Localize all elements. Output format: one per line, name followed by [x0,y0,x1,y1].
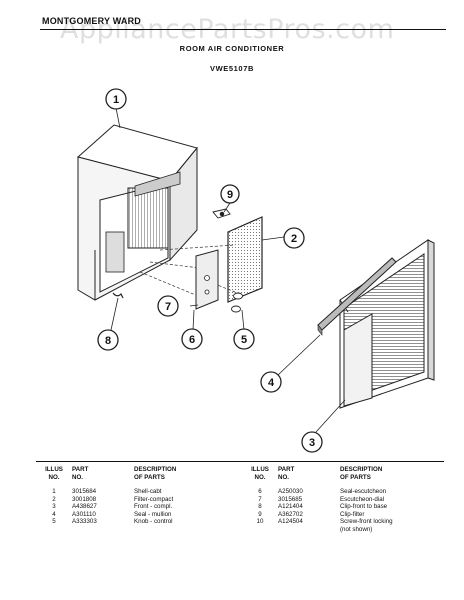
mullion-seal-part [317,257,397,336]
filter-part [227,216,263,303]
clip-front-to-base-part [112,292,124,299]
callout-5: 5 [241,334,247,346]
model-number: VWE5107B [210,64,254,73]
front-panel-part [339,239,435,409]
callout-3: 3 [309,437,315,449]
callout-leaders [110,107,346,433]
table-rule [36,461,444,462]
callout-circles [97,88,323,453]
escutcheon-dial-part [195,249,219,310]
header-rule [40,29,446,30]
callout-4: 4 [268,377,275,389]
table-row: 4 A301110 Seal - mullion 9 A362702 Clip-… [52,510,365,518]
control-knobs-part [231,292,243,313]
clip-filter-part [212,208,231,219]
callout-7: 7 [165,301,171,313]
document-title: ROOM AIR CONDITIONER [179,44,285,53]
callout-9: 9 [227,189,233,201]
table-row: 1 3015684 Shell-cabt 6 A250030 Seal-escu… [52,488,387,495]
table-row: 2 3001808 Filter-compact 7 3015685 Escut… [52,495,385,503]
brand-name: MONTGOMERY WARD [42,16,141,26]
table-row: 3 A438627 Front - compl. 8 A121404 Clip-… [52,503,388,511]
table-row: 5 A333303 Knob - control 10 A124504 Scre… [52,518,393,526]
callout-1: 1 [113,94,119,106]
callout-2: 2 [291,233,297,245]
callout-6: 6 [189,334,195,346]
cabinet-shell [76,124,198,301]
callout-8: 8 [105,335,111,347]
table-row: (not shown) [340,525,373,533]
